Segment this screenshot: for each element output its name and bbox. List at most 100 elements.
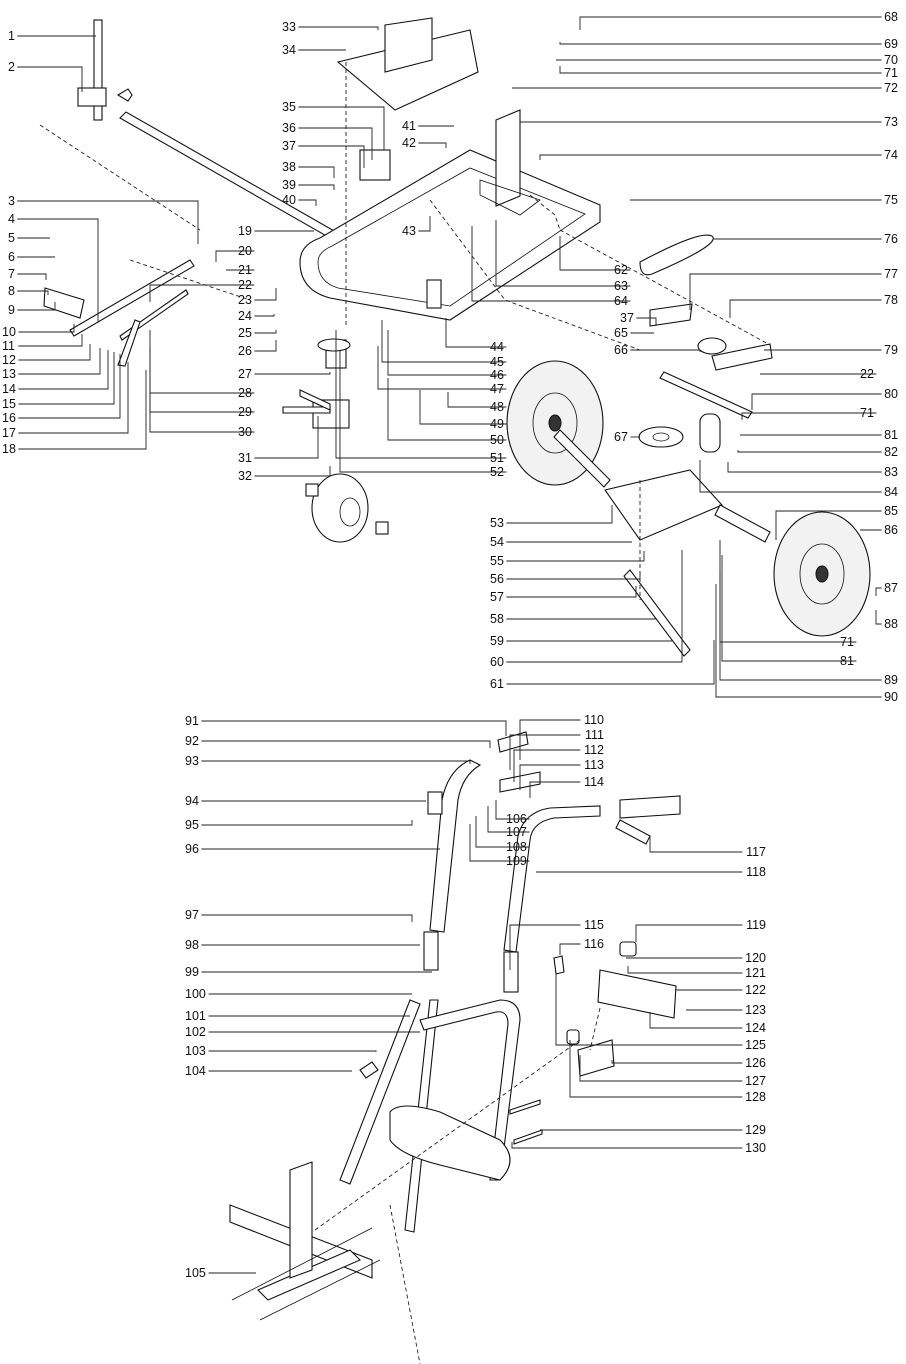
callout-118: 118: [536, 865, 766, 879]
callout-121: 121: [627, 966, 766, 980]
leader-line: [387, 378, 507, 441]
callout-6: 6: [8, 250, 55, 264]
callout-76: 76: [714, 232, 898, 246]
leader-line: [18, 350, 109, 390]
leader-line: [298, 184, 335, 190]
callout-number: 19: [238, 224, 252, 238]
callout-9: 9: [8, 302, 56, 317]
callout-number: 10: [2, 325, 16, 339]
callout-number: 88: [884, 617, 898, 631]
callout-119: 119: [635, 918, 766, 942]
callout-number: 103: [185, 1044, 206, 1058]
callout-number: 2: [8, 60, 15, 74]
callout-34: 34: [282, 43, 346, 57]
callout-45: 45: [381, 320, 507, 369]
callout-50: 50: [387, 378, 507, 447]
callout-number: 102: [185, 1025, 206, 1039]
callout-109: 109: [469, 824, 530, 868]
filter: [699, 413, 721, 453]
leader-line: [418, 216, 431, 232]
leader-line: [149, 356, 255, 433]
main-frame: [299, 149, 601, 321]
leader-line: [559, 943, 581, 955]
callout-number: 16: [2, 411, 16, 425]
leader-line: [506, 586, 637, 598]
callout-number: 110: [584, 713, 604, 727]
callout-72: 72: [512, 81, 898, 95]
callout-42: 42: [402, 136, 447, 150]
callout-number: 12: [2, 353, 16, 367]
callout-90: 90: [715, 584, 898, 704]
callout-99: 99: [185, 965, 432, 979]
callout-100: 100: [185, 987, 412, 1001]
callout-number: 26: [238, 344, 252, 358]
callout-33: 33: [282, 20, 379, 34]
callout-number: 27: [238, 367, 252, 381]
callout-number: 56: [490, 572, 504, 586]
leader-line: [18, 354, 121, 419]
leader-line: [751, 393, 882, 410]
pulley: [638, 426, 684, 448]
callout-number: 64: [614, 294, 628, 308]
leader-line: [509, 734, 581, 770]
callout-number: 99: [185, 965, 199, 979]
callout-number: 61: [490, 677, 504, 691]
callout-81-4: 81: [721, 555, 857, 668]
callout-number: 89: [884, 673, 898, 687]
chassis-dashed-lines: [39, 62, 771, 600]
leader-line: [511, 1142, 743, 1149]
callout-31: 31: [238, 416, 319, 465]
callout-number: 68: [884, 10, 898, 24]
leader-line: [506, 640, 715, 685]
callout-number: 94: [185, 794, 199, 808]
callout-number: 24: [238, 309, 252, 323]
callout-number: 127: [745, 1074, 766, 1088]
callout-number: 101: [185, 1009, 206, 1023]
callout-number: 34: [282, 43, 296, 57]
callout-1: 1: [8, 29, 96, 43]
callout-number: 1: [8, 29, 15, 43]
callout-124: 124: [649, 1012, 766, 1035]
leader-line: [254, 340, 277, 352]
leader-line: [18, 370, 147, 450]
callout-number: 93: [185, 754, 199, 768]
callout-12: 12: [2, 344, 91, 367]
leader-line: [519, 764, 581, 790]
leader-line: [506, 572, 641, 580]
callout-113: 113: [519, 758, 604, 790]
callout-41: 41: [402, 119, 454, 133]
cover-box: [577, 1039, 615, 1077]
callout-number: 95: [185, 818, 199, 832]
leader-line: [875, 610, 882, 625]
callout-number: 77: [884, 267, 898, 281]
callout-94: 94: [185, 794, 426, 808]
callout-62: 62: [559, 236, 631, 277]
leader-line: [201, 820, 413, 826]
leader-line: [699, 460, 882, 493]
callout-number: 71: [840, 635, 854, 649]
control-knob: [619, 941, 637, 957]
callout-25: 25: [238, 326, 277, 340]
callout-number: 49: [490, 417, 504, 431]
callout-8: 8: [8, 284, 49, 298]
leader-line: [17, 302, 56, 311]
callout-125: 125: [555, 974, 766, 1052]
callout-37: 37: [282, 139, 365, 168]
leader-line: [18, 344, 91, 361]
leader-line: [579, 16, 882, 30]
callout-17: 17: [2, 362, 129, 440]
leader-line: [254, 288, 277, 301]
cart-frame: [419, 999, 521, 1181]
callout-86: 86: [860, 523, 898, 537]
insert-sleeve-right: [503, 951, 519, 993]
leader-line: [298, 26, 379, 30]
leader-line: [18, 324, 75, 333]
callout-115: 115: [509, 918, 604, 970]
callout-130: 130: [511, 1141, 766, 1155]
callout-number: 14: [2, 382, 16, 396]
callout-number: 35: [282, 100, 296, 114]
callout-59: 59: [490, 634, 672, 648]
leader-line: [506, 617, 656, 620]
leader-line: [506, 550, 683, 663]
